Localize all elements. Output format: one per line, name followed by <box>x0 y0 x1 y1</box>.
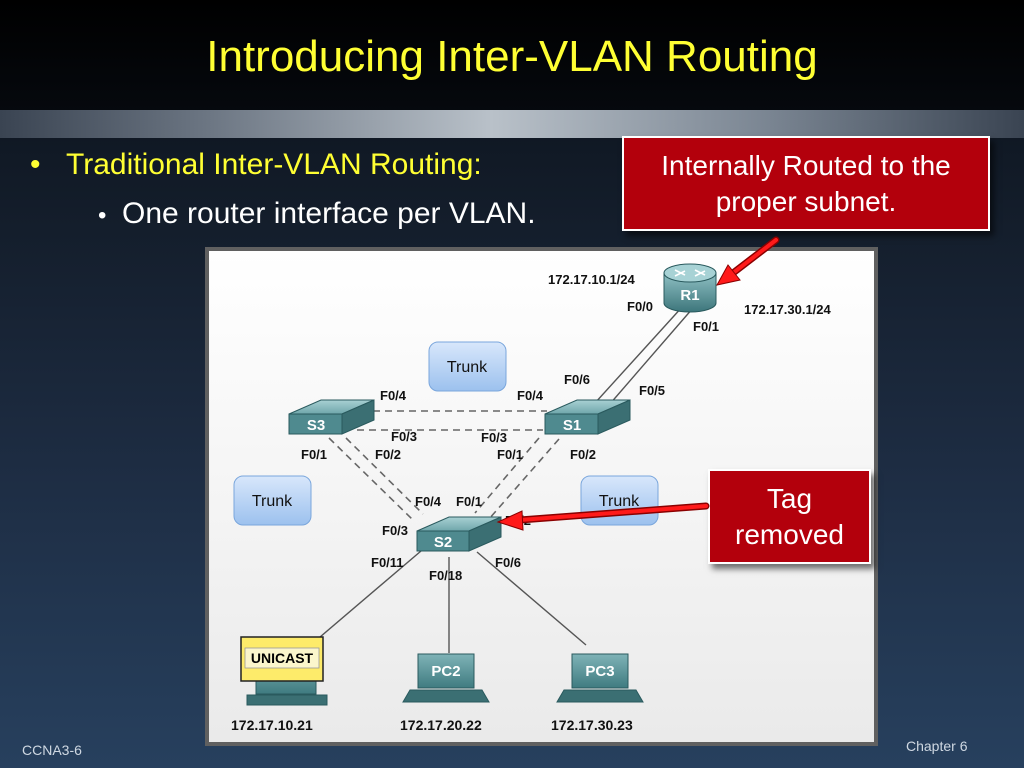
r1-ip-f00: 172.17.10.1/24 <box>548 272 636 287</box>
trunk-label-left: Trunk <box>233 475 312 526</box>
callout-internally-routed: Internally Routed to the proper subnet. <box>622 136 990 231</box>
port-s2-f01: F0/1 <box>456 494 482 509</box>
router-r1-icon: R1 <box>663 263 717 313</box>
trunk-s3-s1 <box>349 410 547 431</box>
title-divider-band <box>0 110 1024 138</box>
footer-chapter: Chapter 6 <box>906 738 968 754</box>
router-label: R1 <box>680 287 699 304</box>
port-s2-f03: F0/3 <box>382 523 408 538</box>
bullet-one-interface: • One router interface per VLAN. <box>98 194 536 236</box>
access-cables <box>312 550 587 653</box>
unicast-badge: UNICAST <box>251 650 314 666</box>
switch-s3-icon: S3 <box>288 399 375 435</box>
pc3-label: PC3 <box>585 663 614 680</box>
callout-tag-text: Tag removed <box>735 482 844 550</box>
pc2-ip: 172.17.20.22 <box>400 717 482 733</box>
port-s3-f02: F0/2 <box>375 447 401 462</box>
pc3-icon: PC3 <box>556 653 644 703</box>
callout-routed-text: Internally Routed to the proper subnet. <box>661 149 951 217</box>
pc2-label: PC2 <box>431 663 460 680</box>
port-s1-f05: F0/5 <box>639 383 665 398</box>
port-s2-f018: F0/18 <box>429 568 462 583</box>
port-s1-f01: F0/1 <box>497 447 523 462</box>
port-s3-f04: F0/4 <box>380 388 407 403</box>
port-s1-f04: F0/4 <box>517 388 544 403</box>
trunk-s1-s2 <box>474 437 560 520</box>
bullet-glyph: • <box>98 202 107 229</box>
port-s1-f06: F0/6 <box>564 372 590 387</box>
bullet-level1-text: Traditional Inter-VLAN Routing: <box>66 148 482 181</box>
port-r1-f01: F0/1 <box>693 319 719 334</box>
trunk-label-top: Trunk <box>428 341 507 392</box>
trunk-label-top-text: Trunk <box>447 359 488 376</box>
footer-course-code: CCNA3-6 <box>22 742 82 758</box>
port-s2-f02: F0/2 <box>505 513 531 528</box>
port-r1-f00: F0/0 <box>627 299 653 314</box>
slide-title: Introducing Inter-VLAN Routing <box>206 32 818 81</box>
switch-s2-label: S2 <box>434 534 452 551</box>
switch-s2-icon: S2 <box>416 516 502 552</box>
bullet-traditional-routing: • Traditional Inter-VLAN Routing: <box>30 145 482 185</box>
bullet-glyph: • <box>30 148 41 181</box>
trunk-s3-s2 <box>328 437 424 522</box>
pc1-ip: 172.17.10.21 <box>231 717 313 733</box>
port-s3-f03: F0/3 <box>391 429 417 444</box>
trunk-label-right-text: Trunk <box>599 493 640 510</box>
pc2-icon: PC2 <box>402 653 490 703</box>
pc1-icon: UNICAST <box>240 636 328 706</box>
switch-s1-icon: S1 <box>544 399 631 435</box>
r1-ip-f01: 172.17.30.1/24 <box>744 302 832 317</box>
switch-s1-label: S1 <box>563 417 581 434</box>
port-s2-f04: F0/4 <box>415 494 442 509</box>
callout-tag-removed: Tag removed <box>708 469 871 564</box>
port-s2-f011: F0/11 <box>371 555 404 570</box>
trunk-label-left-text: Trunk <box>252 493 293 510</box>
cable-r1-s1 <box>594 305 694 406</box>
pc3-ip: 172.17.30.23 <box>551 717 633 733</box>
trunk-label-right: Trunk <box>580 475 659 526</box>
port-s3-f01: F0/1 <box>301 447 327 462</box>
title-bar <box>0 0 1024 112</box>
switch-s3-label: S3 <box>307 417 325 434</box>
bullet-level2-text: One router interface per VLAN. <box>122 197 536 230</box>
port-s2-f06: F0/6 <box>495 555 521 570</box>
port-s1-f02: F0/2 <box>570 447 596 462</box>
port-s1-f03: F0/3 <box>481 430 507 445</box>
